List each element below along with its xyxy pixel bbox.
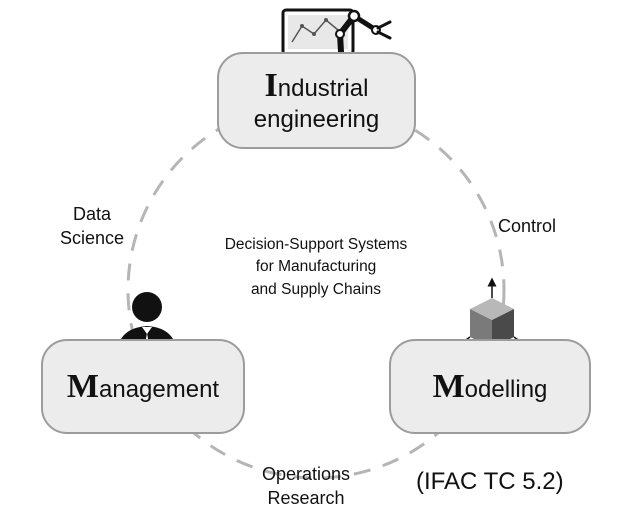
industrial-engineering-node: Industrial engineering bbox=[217, 52, 416, 149]
ifac-tc-label: (IFAC TC 5.2) bbox=[416, 468, 564, 495]
edge-label-control: Control bbox=[498, 216, 557, 236]
operations-research-line1: Operations bbox=[262, 464, 351, 484]
management-node: Management bbox=[41, 339, 245, 434]
edge-label-data-science: Data Science bbox=[60, 202, 124, 251]
modelling-title: Modelling bbox=[433, 368, 548, 406]
industrial-title-line2: engineering bbox=[253, 106, 380, 134]
center-title-line2: for Manufacturing bbox=[255, 258, 377, 276]
management-initial: M bbox=[66, 367, 99, 405]
center-title-line3: and Supply Chains bbox=[250, 280, 382, 298]
modelling-initial: M bbox=[432, 367, 465, 405]
data-science-line2: Science bbox=[60, 228, 125, 249]
center-title-line1: Decision-Support Systems bbox=[224, 236, 408, 253]
edge-label-operations-research: Operations Research bbox=[262, 462, 350, 511]
management-rest: anagement bbox=[99, 375, 220, 403]
modelling-rest: odelling bbox=[464, 375, 548, 403]
3d-cube-axes-icon bbox=[452, 277, 532, 350]
center-title: Decision-Support Systems for Manufacturi… bbox=[196, 234, 436, 301]
industrial-title-line1: Industrial bbox=[265, 66, 369, 106]
industrial-rest: ndustrial bbox=[277, 75, 369, 103]
industrial-initial: I bbox=[264, 67, 278, 105]
operations-research-line2: Research bbox=[267, 488, 345, 509]
management-title: Management bbox=[67, 368, 219, 406]
data-science-line1: Data bbox=[73, 204, 112, 224]
modelling-node: Modelling bbox=[389, 339, 591, 434]
